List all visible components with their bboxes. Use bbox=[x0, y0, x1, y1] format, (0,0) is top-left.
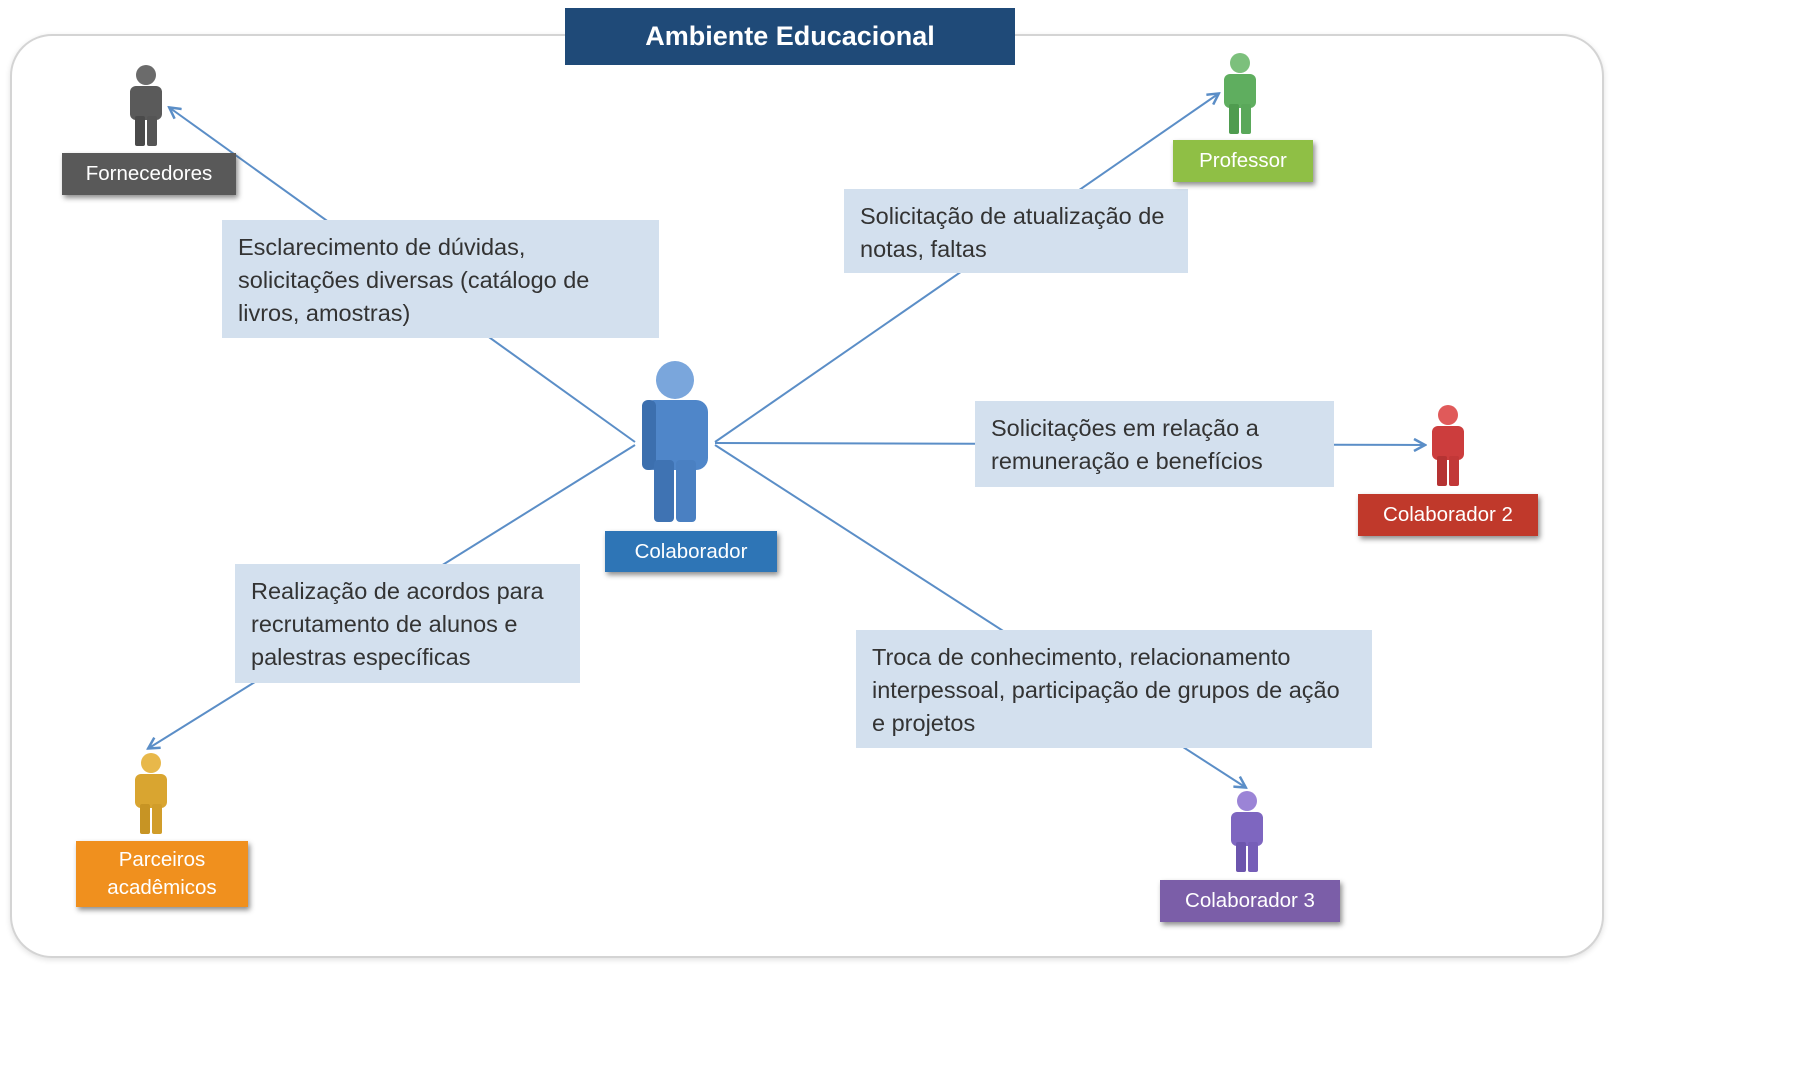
colaborador-3-person-icon bbox=[1231, 791, 1263, 872]
note-colaborador-2: Solicitações em relação a remuneração e … bbox=[975, 401, 1334, 487]
parceiros-label: Parceiros acadêmicos bbox=[76, 841, 248, 907]
colaborador-person-icon bbox=[642, 361, 708, 522]
colaborador-label: Colaborador bbox=[605, 531, 777, 572]
note-professor: Solicitação de atualização de notas, fal… bbox=[844, 189, 1188, 273]
note-parceiros: Realização de acordos para recrutamento … bbox=[235, 564, 580, 683]
colaborador-3-label: Colaborador 3 bbox=[1160, 880, 1340, 922]
note-fornecedores: Esclarecimento de dúvidas, solicitações … bbox=[222, 220, 659, 338]
professor-label: Professor bbox=[1173, 140, 1313, 182]
note-colaborador-3: Troca de conhecimento, relacionamento in… bbox=[856, 630, 1372, 748]
professor-person-icon bbox=[1224, 53, 1256, 134]
diagram-frame bbox=[10, 34, 1604, 958]
fornecedores-label: Fornecedores bbox=[62, 153, 236, 195]
colaborador-2-label: Colaborador 2 bbox=[1358, 494, 1538, 536]
parceiros-person-icon bbox=[135, 753, 167, 834]
diagram-title: Ambiente Educacional bbox=[565, 8, 1015, 65]
fornecedores-person-icon bbox=[130, 65, 162, 146]
colaborador-2-person-icon bbox=[1432, 405, 1464, 486]
